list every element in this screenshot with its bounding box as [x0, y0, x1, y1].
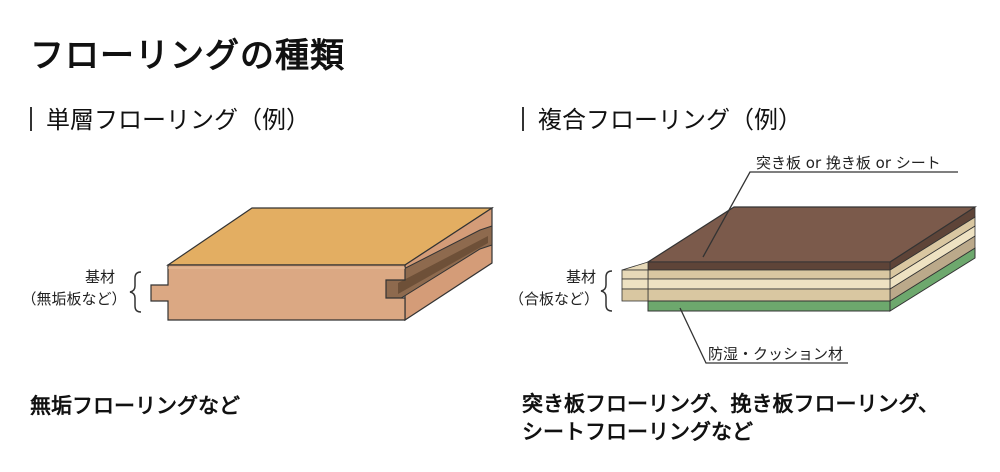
- single-base-label: 基材: [84, 268, 115, 286]
- single-board-face: [150, 264, 406, 321]
- page-title: フローリングの種類: [30, 36, 345, 76]
- composite-caption-line-2: シートフローリングなど: [522, 420, 753, 444]
- composite-base-label: 基材: [565, 268, 596, 286]
- front-veneer: [647, 261, 891, 271]
- composite-brace: [600, 270, 613, 312]
- heading-bar: [30, 107, 32, 131]
- veneer-label: 突き板 or 挽き板 or シート: [756, 154, 941, 172]
- front-ply-1: [647, 269, 891, 280]
- composite-base-sublabel: （合板など）: [508, 290, 599, 308]
- front-cushion: [647, 300, 891, 312]
- single-brace: [129, 271, 142, 313]
- composite-heading-text: 複合フローリング（例）: [538, 106, 802, 134]
- single-layer-heading: 単層フローリング（例）: [30, 100, 310, 135]
- tongue-1: [621, 269, 649, 280]
- single-layer-board: [150, 206, 495, 322]
- tongue-top: [621, 261, 649, 271]
- tongue-3: [621, 288, 649, 302]
- single-base-sublabel: （無垢板など）: [21, 290, 127, 308]
- tongue-2: [621, 278, 649, 290]
- cushion-label: 防湿・クッション材: [708, 345, 844, 363]
- composite-board: [621, 206, 978, 312]
- cushion-leader-line: [679, 307, 848, 364]
- composite-caption-line-1: 突き板フローリング、挽き板フローリング、: [522, 392, 940, 416]
- veneer-leader-line: [702, 171, 958, 258]
- front-ply-2: [647, 278, 891, 290]
- single-layer-heading-text: 単層フローリング（例）: [46, 106, 310, 134]
- composite-heading: 複合フローリング（例）: [522, 100, 802, 135]
- single-caption: 無垢フローリングなど: [30, 394, 240, 418]
- front-ply-3: [647, 288, 891, 302]
- heading-bar: [522, 107, 524, 131]
- single-board-groove-inner: [398, 236, 488, 294]
